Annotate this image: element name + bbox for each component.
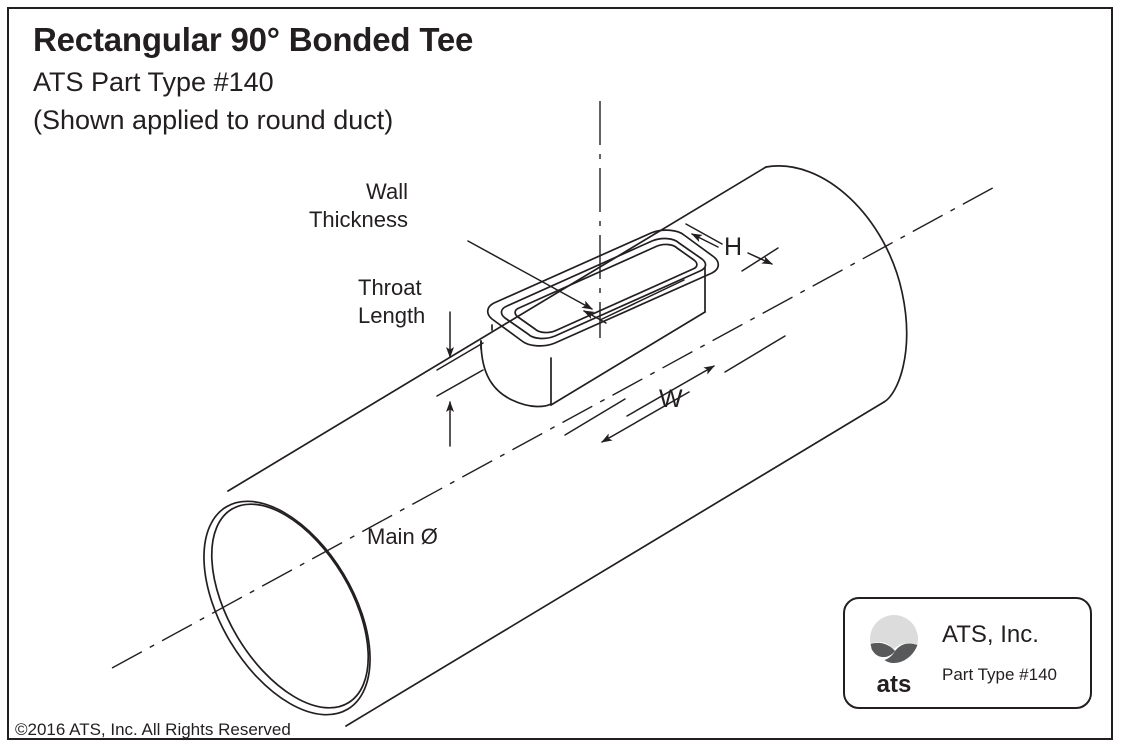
tee-rim-inner <box>500 237 707 340</box>
duct-top-edge <box>227 166 767 492</box>
logo-part-type: Part Type #140 <box>942 665 1057 684</box>
ats-logo: ats <box>863 611 925 697</box>
tee-front-bottom-edge <box>550 311 706 406</box>
label-throat-length: Throat Length <box>358 275 426 329</box>
logo-leaf-right-shape <box>884 643 918 663</box>
label-dimension-w: W <box>659 385 683 413</box>
logo-wordmark: ats <box>876 671 912 698</box>
duct-centerline <box>111 183 1001 669</box>
tee-throat-opening <box>514 243 698 334</box>
duct-near-end-outer-ellipse <box>203 500 371 716</box>
copyright-notice: ©2016 ATS, Inc. All Rights Reserved <box>15 720 291 739</box>
logo-company-name: ATS, Inc. <box>942 621 1039 648</box>
page-title: Rectangular 90° Bonded Tee <box>33 21 474 58</box>
dimension-w <box>564 335 786 443</box>
title-block: Rectangular 90° Bonded Tee ATS Part Type… <box>33 21 673 138</box>
label-main-diameter: Main Ø <box>367 524 438 549</box>
duct-near-end-inner-ellipse <box>210 503 370 709</box>
dimension-wall-thickness <box>467 240 685 324</box>
tee-rim-outer <box>486 229 720 347</box>
logo-leaf-left-shape <box>870 642 895 658</box>
application-note: (Shown applied to round duct) <box>33 105 394 136</box>
duct-bottom-edge <box>345 401 885 727</box>
part-type-subtitle: ATS Part Type #140 <box>33 66 274 97</box>
tee-skirt-left-flare <box>480 340 552 408</box>
label-wall-thickness: Wall Thickness <box>308 179 408 233</box>
dimension-h <box>685 223 779 272</box>
duct-far-end-edge <box>765 165 908 403</box>
dimension-throat-length <box>436 311 484 447</box>
label-dimension-h: H <box>724 233 743 261</box>
logo-box: ats ATS, Inc. Part Type #140 <box>843 597 1092 709</box>
ats-mark-icon <box>870 615 918 663</box>
